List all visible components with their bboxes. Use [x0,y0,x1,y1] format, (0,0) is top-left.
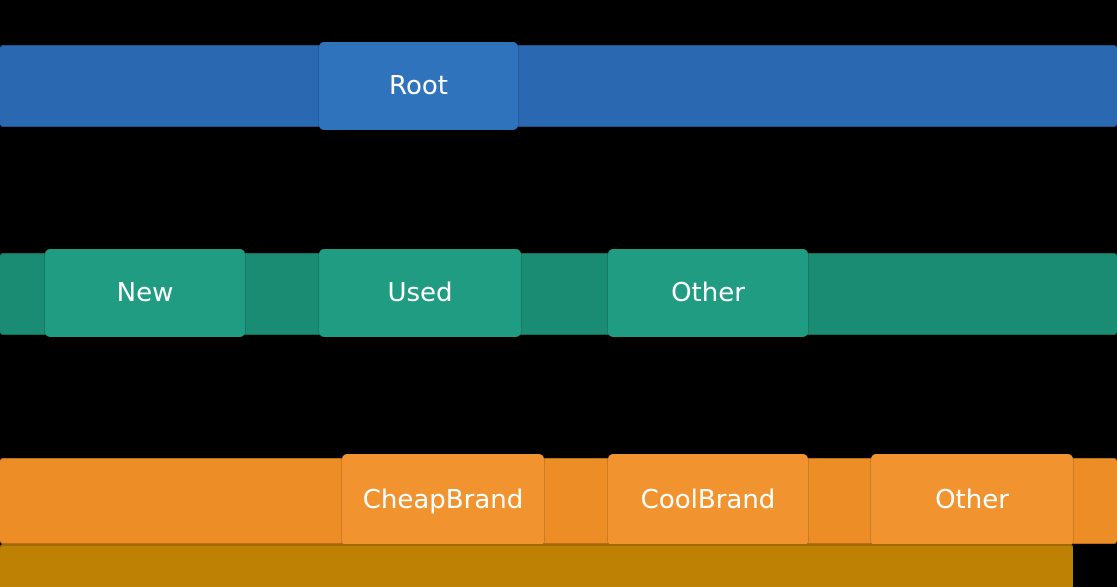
level-1-band [0,45,1117,127]
tree-node-other-level2[interactable]: Other [608,249,808,337]
tree-node-root[interactable]: Root [319,42,518,130]
level-4-band [0,544,1073,587]
tree-node-used[interactable]: Used [319,249,521,337]
node-other-level2-label: Other [671,278,745,308]
tree-node-coolbrand[interactable]: CoolBrand [608,454,808,546]
node-root-label: Root [389,71,448,101]
node-new-label: New [116,278,174,308]
node-other-level3-label: Other [935,485,1009,515]
node-cheapbrand-label: CheapBrand [362,485,524,515]
tree-node-cheapbrand[interactable]: CheapBrand [342,454,544,546]
node-used-label: Used [387,278,453,308]
tree-node-other-level3[interactable]: Other [871,454,1073,546]
tree-node-new[interactable]: New [45,249,245,337]
node-coolbrand-label: CoolBrand [640,485,776,515]
